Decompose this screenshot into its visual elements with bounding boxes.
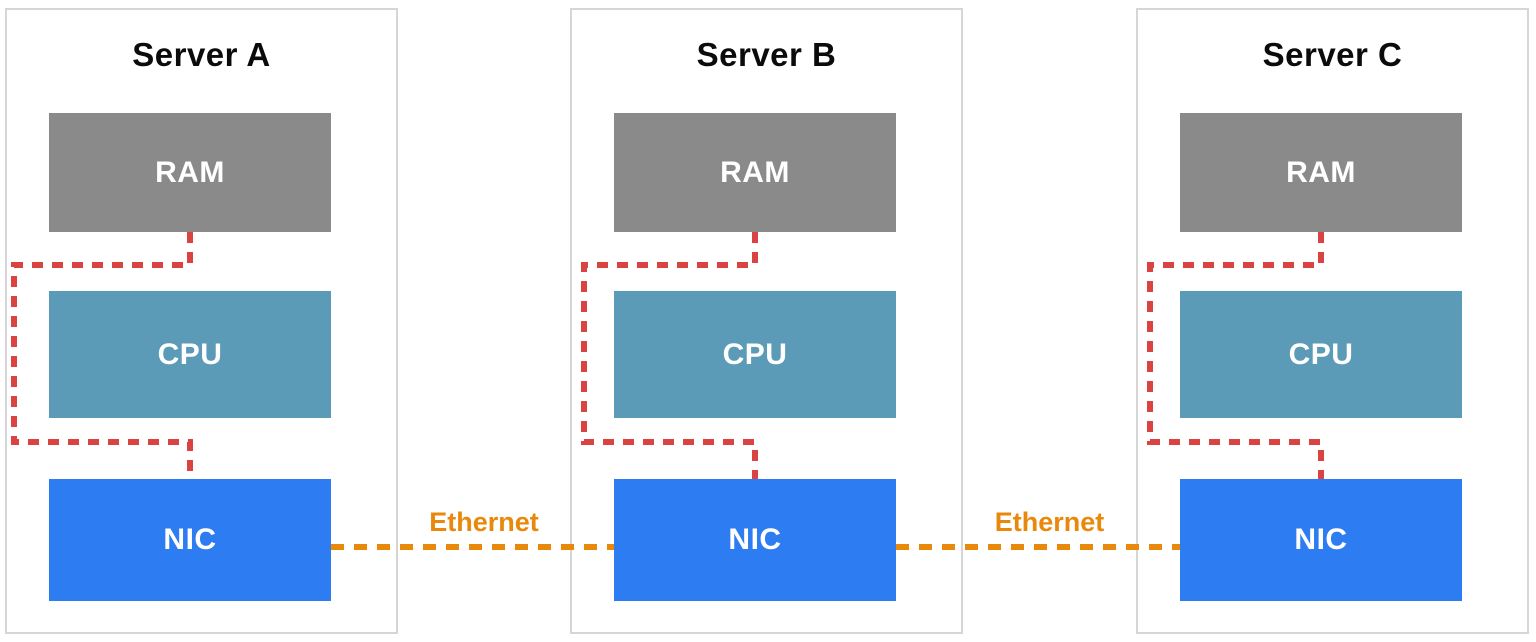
server-b-nic-label: NIC [728,523,782,556]
server-a-ram-box: RAM [49,113,331,232]
server-a-nic-label: NIC [163,523,217,556]
server-c-title: Server C [1262,36,1403,73]
server-c-cpu-label: CPU [1288,337,1354,371]
server-b-ram-label: RAM [720,155,790,189]
server-a-ram-label: RAM [155,155,225,189]
server-c-ram-label: RAM [1286,155,1356,189]
server-a-card: Server A RAM CPU NIC [5,8,398,634]
server-a-cpu-label: CPU [157,337,223,371]
server-a-nic-box: NIC [49,479,331,601]
ethernet-label-b-c: Ethernet [994,507,1105,537]
server-b-cpu-label: CPU [722,337,788,371]
server-c-card: Server C RAM CPU NIC [1136,8,1529,634]
server-b-ram-box: RAM [614,113,896,232]
server-b-card: Server B RAM CPU NIC [570,8,963,634]
server-a-title: Server A [132,36,271,73]
ethernet-label-a-b: Ethernet [429,507,539,537]
server-c-nic-box: NIC [1180,479,1462,601]
server-a-cpu-box: CPU [49,291,331,418]
server-c-ram-box: RAM [1180,113,1462,232]
server-b-title: Server B [696,36,837,73]
server-b-cpu-box: CPU [614,291,896,418]
server-c-cpu-box: CPU [1180,291,1462,418]
server-b-nic-box: NIC [614,479,896,601]
server-c-nic-label: NIC [1294,523,1348,556]
